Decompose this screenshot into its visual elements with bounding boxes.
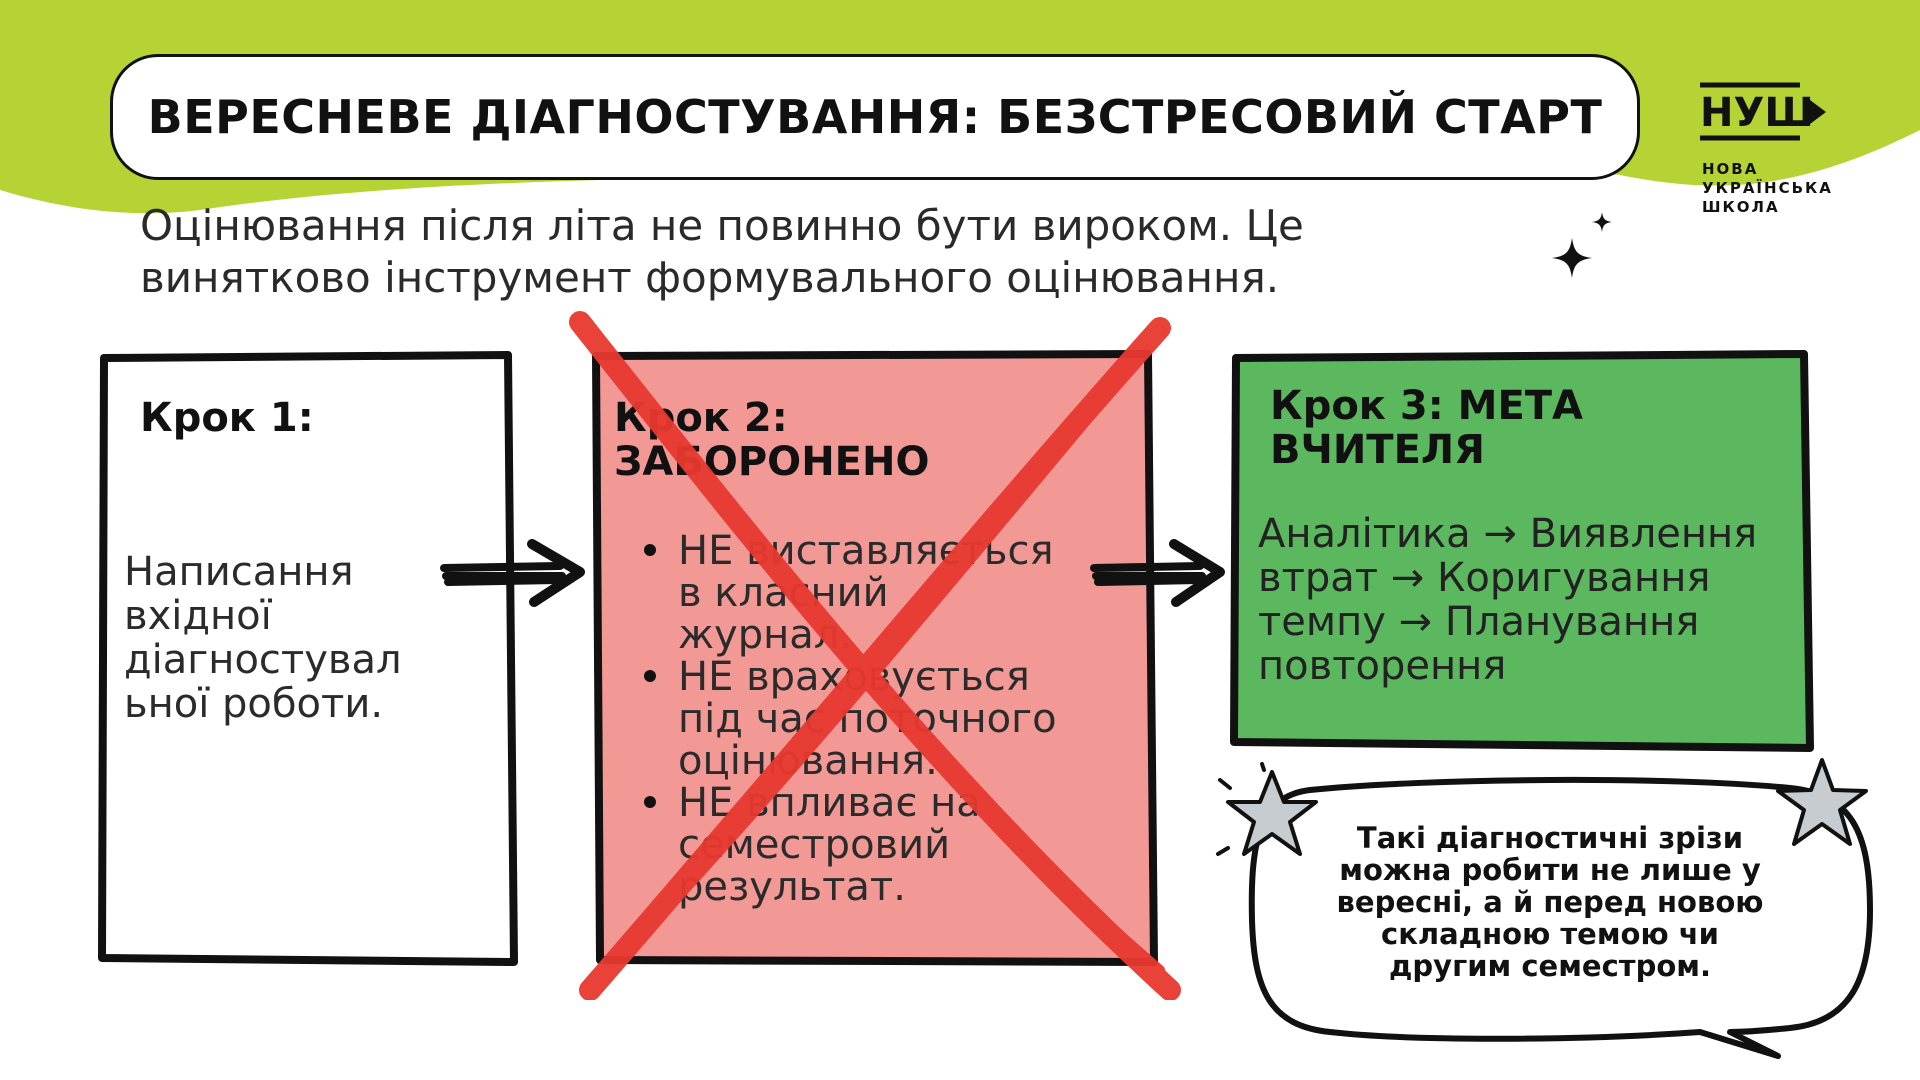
step3-line: повторення <box>1258 643 1507 689</box>
step1-card: Крок 1: <box>140 396 500 440</box>
nush-logo: НУШ <box>1700 82 1826 141</box>
logo-caption: НОВА УКРАЇНСЬКА ШКОЛА <box>1702 160 1862 217</box>
bullet-icon <box>644 670 656 682</box>
note-text: Такі діагностичні зрізи можна робити не … <box>1300 822 1800 982</box>
note-line: другим семестром. <box>1389 949 1711 983</box>
step1-line: діагностувал <box>124 637 402 683</box>
logo-line: ШКОЛА <box>1702 198 1780 216</box>
step1-line: ьної роботи. <box>124 681 384 727</box>
title-banner: ВЕРЕСНЕВЕ ДІАГНОСТУВАННЯ: БЕЗСТРЕСОВИЙ С… <box>110 54 1640 180</box>
star-icon <box>1216 762 1318 856</box>
cross-icon <box>569 311 1181 1000</box>
step3-line: темпу → Планування <box>1258 599 1700 645</box>
logo-mark-text: НУШ <box>1700 90 1814 136</box>
step3-line: втрат → Коригування <box>1258 555 1711 601</box>
note-line: складною темою чи <box>1381 917 1719 951</box>
subtitle-line: Оцінювання після літа не повинно бути ви… <box>140 201 1304 250</box>
step3-title-line: Крок 3: МЕТА <box>1270 383 1584 429</box>
note-line: можна робити не лише у <box>1339 853 1761 887</box>
arrow-icon <box>440 539 585 607</box>
note-line: Такі діагностичні зрізи <box>1356 821 1744 855</box>
step3-body: Аналітика → Виявлення втрат → Коригуванн… <box>1258 512 1818 688</box>
step1-frame <box>98 351 518 966</box>
step1-line: вхідної <box>124 593 272 639</box>
step3-frame <box>1230 350 1814 752</box>
star-icon <box>1776 758 1868 846</box>
step1-line: Написання <box>124 549 354 595</box>
subtitle-line: винятково інструмент формувального оціню… <box>140 253 1280 302</box>
logo-line: УКРАЇНСЬКА <box>1702 179 1833 197</box>
step3-title: Крок 3: МЕТА ВЧИТЕЛЯ <box>1270 384 1790 472</box>
step1-title: Крок 1: <box>140 395 314 441</box>
step1-body: Написання вхідної діагностувал ьної робо… <box>124 550 504 726</box>
bullet-icon <box>644 796 656 808</box>
bullet-icon <box>644 544 656 556</box>
arrow-icon <box>1090 539 1225 607</box>
step3-line: Аналітика → Виявлення <box>1258 511 1758 557</box>
sparkle-icon <box>1552 212 1612 278</box>
subtitle: Оцінювання після літа не повинно бути ви… <box>140 200 1570 304</box>
note-line: вересні, а й перед новою <box>1336 885 1764 919</box>
speech-bubble <box>1248 776 1873 1059</box>
step2-title: Крок 2: ЗАБОРОНЕНО <box>614 396 1134 484</box>
step3-title-line: ВЧИТЕЛЯ <box>1270 427 1485 473</box>
page-title: ВЕРЕСНЕВЕ ДІАГНОСТУВАННЯ: БЕЗСТРЕСОВИЙ С… <box>147 90 1603 144</box>
logo-line: НОВА <box>1702 160 1759 178</box>
